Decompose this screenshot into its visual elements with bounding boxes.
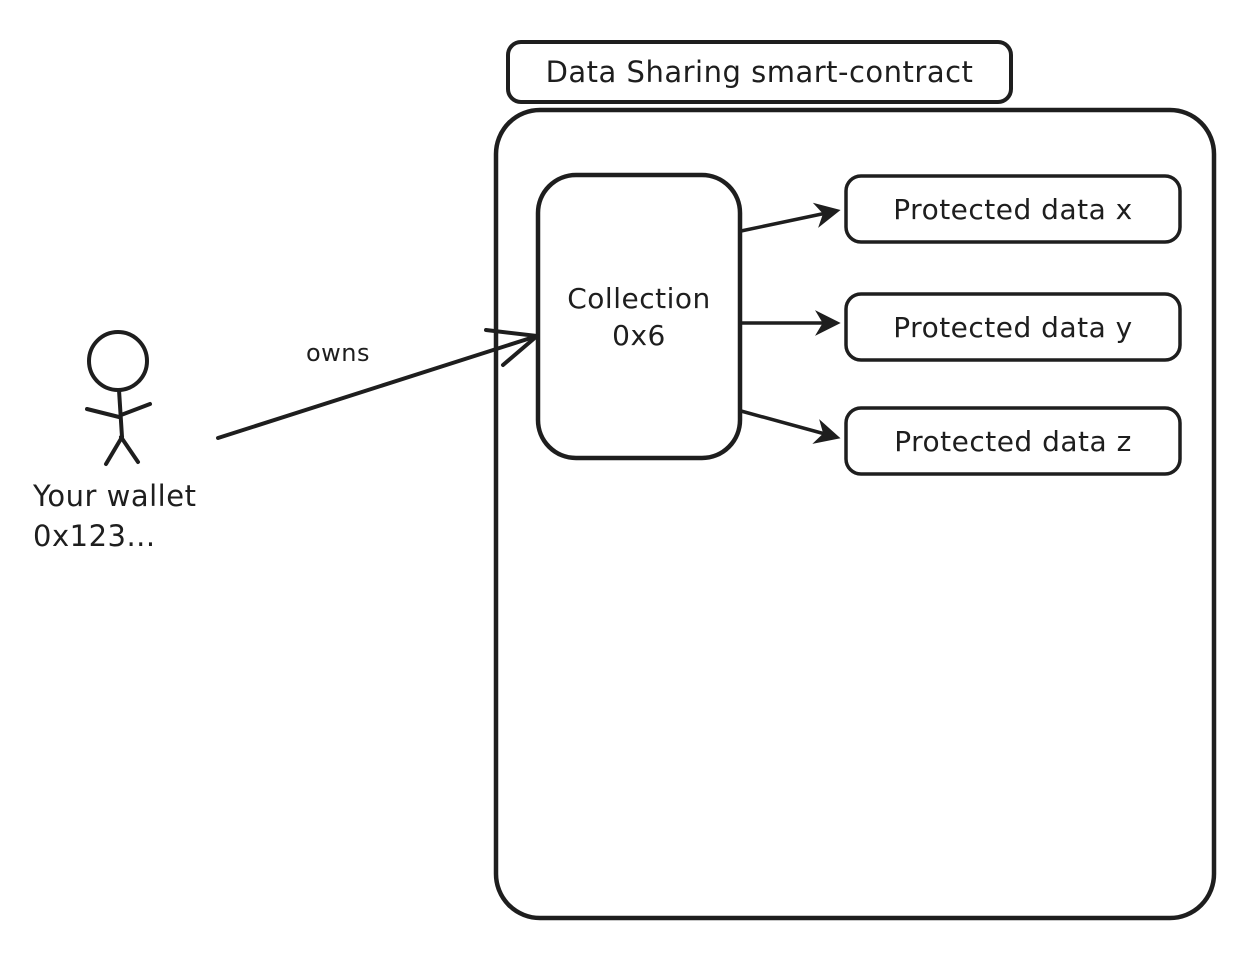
protected-data-x-label: Protected data x (893, 192, 1133, 226)
owns-arrow (216, 328, 539, 440)
protected-data-x-box (844, 174, 1182, 244)
protected-data-z-box (844, 406, 1182, 476)
protected-data-y-label: Protected data y (893, 310, 1133, 344)
collection-label: Collection 0x6 (538, 175, 740, 458)
protected-data-z-label: Protected data z (894, 424, 1132, 458)
owns-label: owns (305, 339, 371, 367)
collection-label-line1: Collection (567, 281, 711, 315)
collection-box (535, 172, 743, 461)
wallet-label-line1: Your wallet (33, 479, 197, 513)
collection-label-line2: 0x6 (612, 318, 666, 352)
wallet-label-line2: 0x123... (33, 519, 156, 553)
arrow-collection-to-data-x (740, 202, 841, 233)
title-label: Data Sharing smart-contract (545, 55, 974, 89)
title-box (506, 40, 1013, 104)
wallet-label: Your wallet 0x123... (33, 476, 263, 560)
wallet-actor-icon (85, 330, 152, 466)
arrow-collection-to-data-z (740, 409, 841, 444)
protected-data-y-box (844, 292, 1182, 362)
